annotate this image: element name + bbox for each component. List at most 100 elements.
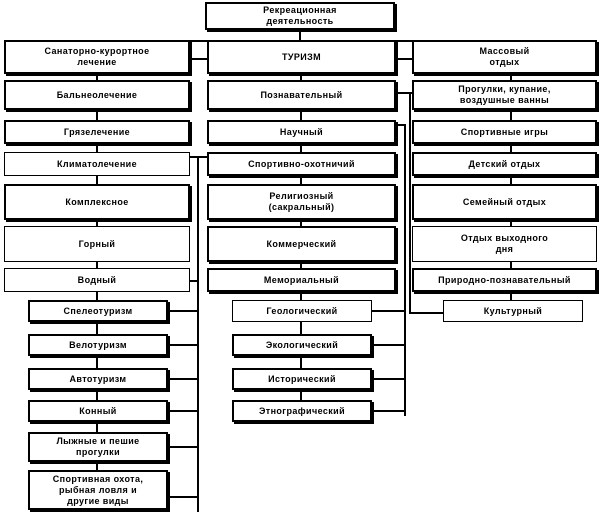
connector-link-tur-mass <box>396 58 413 60</box>
node-climate[interactable]: Климатолечение <box>4 152 190 176</box>
node-ethnographic[interactable]: Этнографический <box>232 400 372 422</box>
node-auto-label: Автотуризм <box>69 373 127 384</box>
node-climate-label: Климатолечение <box>56 158 138 169</box>
connector-m-geo-eco <box>300 322 302 336</box>
node-branch-mass[interactable]: Массовый отдых <box>412 40 597 74</box>
connector-rail-left-s5 <box>168 446 198 448</box>
connector-r-games-kids <box>510 144 512 154</box>
node-sport-games[interactable]: Спортивные игры <box>412 120 597 144</box>
node-water[interactable]: Водный <box>4 268 190 292</box>
node-sport-games-label: Спортивные игры <box>460 126 549 137</box>
connector-rail-mid-s1 <box>372 310 406 312</box>
node-mud-label: Грязелечение <box>63 126 131 137</box>
connector-rail-right-top <box>396 92 412 94</box>
node-balneo[interactable]: Бальнеолечение <box>4 80 190 110</box>
node-historical[interactable]: Исторический <box>232 368 372 390</box>
node-speleo-label: Спелеотуризм <box>63 305 133 316</box>
node-horse-label: Конный <box>79 405 117 416</box>
connector-rail-left-s6 <box>168 496 198 498</box>
connector-l-velo-auto <box>96 356 98 370</box>
node-horse[interactable]: Конный <box>28 400 168 422</box>
connector-l-balneo-mud <box>96 110 98 122</box>
node-walks[interactable]: Прогулки, купание, воздушные ванны <box>412 80 597 110</box>
node-scientific[interactable]: Научный <box>207 120 396 144</box>
connector-rail-right <box>409 92 411 314</box>
node-ecological[interactable]: Экологический <box>232 334 372 356</box>
node-ski-label: Лыжные и пешие прогулки <box>56 436 140 457</box>
node-commercial-label: Коммерческий <box>266 238 337 249</box>
connector-rail-left-top <box>190 156 208 158</box>
connector-l-complex-mount <box>96 220 98 228</box>
node-commercial[interactable]: Коммерческий <box>207 226 396 262</box>
node-auto[interactable]: Автотуризм <box>28 368 168 390</box>
node-nature-cognitive[interactable]: Природно-познавательный <box>412 268 597 292</box>
node-kids[interactable]: Детский отдых <box>412 152 597 176</box>
connector-rail-mid <box>404 124 406 416</box>
node-cognitive[interactable]: Познавательный <box>207 80 396 110</box>
node-complex[interactable]: Комплексное <box>4 184 190 220</box>
node-kids-label: Детский отдых <box>468 158 541 169</box>
connector-rail-mid-top <box>396 124 406 126</box>
node-water-label: Водный <box>77 274 117 285</box>
connector-l-auto-horse <box>96 390 98 402</box>
node-religious-label: Религиозный (сакральный) <box>268 191 335 212</box>
connector-l-climate-complex <box>96 176 98 186</box>
node-scientific-label: Научный <box>279 126 324 137</box>
connector-m-tur-cogn <box>300 74 302 82</box>
node-family-label: Семейный отдых <box>462 196 547 207</box>
connector-m-sport-relig <box>300 176 302 186</box>
node-weekend[interactable]: Отдых выходного дня <box>412 226 597 262</box>
connector-m-relig-comm <box>300 220 302 228</box>
node-balneo-label: Бальнеолечение <box>56 89 138 100</box>
connector-r-walk-games <box>510 110 512 122</box>
connector-l-horse-ski <box>96 422 98 434</box>
connector-l-mud-climate <box>96 144 98 154</box>
node-walks-label: Прогулки, купание, воздушные ванны <box>458 84 551 105</box>
node-weekend-label: Отдых выходного дня <box>460 233 549 254</box>
node-family[interactable]: Семейный отдых <box>412 184 597 220</box>
node-hunt-label: Спортивная охота, рыбная ловля и другие … <box>52 473 144 506</box>
node-branch-tourism[interactable]: ТУРИЗМ <box>207 40 396 74</box>
node-sport-hunt[interactable]: Спортивно-охотничий <box>207 152 396 176</box>
connector-r-week-nature <box>510 262 512 270</box>
node-branch-sanatorium[interactable]: Санаторно-курортное лечение <box>4 40 190 74</box>
node-mountain-label: Горный <box>78 238 116 249</box>
connector-r-mass-walk <box>510 74 512 82</box>
node-cultural-label: Культурный <box>483 305 543 316</box>
connector-rail-left-s2 <box>168 344 198 346</box>
connector-m-cogn-nauch <box>300 110 302 122</box>
node-hunt[interactable]: Спортивная охота, рыбная ловля и другие … <box>28 470 168 510</box>
connector-rail-left-s1 <box>168 310 198 312</box>
connector-rail-left-stub-water <box>190 280 198 282</box>
connector-l-mount-water <box>96 262 98 270</box>
connector-m-memo-geo <box>300 292 302 302</box>
node-memorial[interactable]: Мемориальный <box>207 268 396 292</box>
node-cognitive-label: Познавательный <box>260 89 343 100</box>
connector-root-down <box>299 30 301 42</box>
node-ski[interactable]: Лыжные и пешие прогулки <box>28 432 168 462</box>
node-branch-sanatorium-label: Санаторно-курортное лечение <box>44 46 150 67</box>
connector-rail-mid-s3 <box>372 378 406 380</box>
node-cultural[interactable]: Культурный <box>443 300 583 322</box>
node-velo[interactable]: Велотуризм <box>28 334 168 356</box>
connector-link-sanat-tur <box>190 58 208 60</box>
connector-m-comm-memo <box>300 262 302 270</box>
node-geological-label: Геологический <box>266 305 338 316</box>
node-geological[interactable]: Геологический <box>232 300 372 322</box>
connector-rail-left-s4 <box>168 410 198 412</box>
node-mud[interactable]: Грязелечение <box>4 120 190 144</box>
connector-r-family-week <box>510 220 512 228</box>
node-religious[interactable]: Религиозный (сакральный) <box>207 184 396 220</box>
connector-m-nauch-sport <box>300 144 302 154</box>
node-root[interactable]: Рекреационная деятельность <box>205 2 395 30</box>
connector-r-nature-cult <box>510 292 512 302</box>
node-speleo[interactable]: Спелеотуризм <box>28 300 168 322</box>
node-historical-label: Исторический <box>268 373 336 384</box>
connector-m-eco-hist <box>300 356 302 370</box>
node-nature-cognitive-label: Природно-познавательный <box>438 274 571 285</box>
connector-rail-right-cult <box>409 312 445 314</box>
node-mountain[interactable]: Горный <box>4 226 190 262</box>
node-branch-mass-label: Массовый отдых <box>479 46 530 67</box>
connector-rail-mid-s2 <box>372 344 406 346</box>
